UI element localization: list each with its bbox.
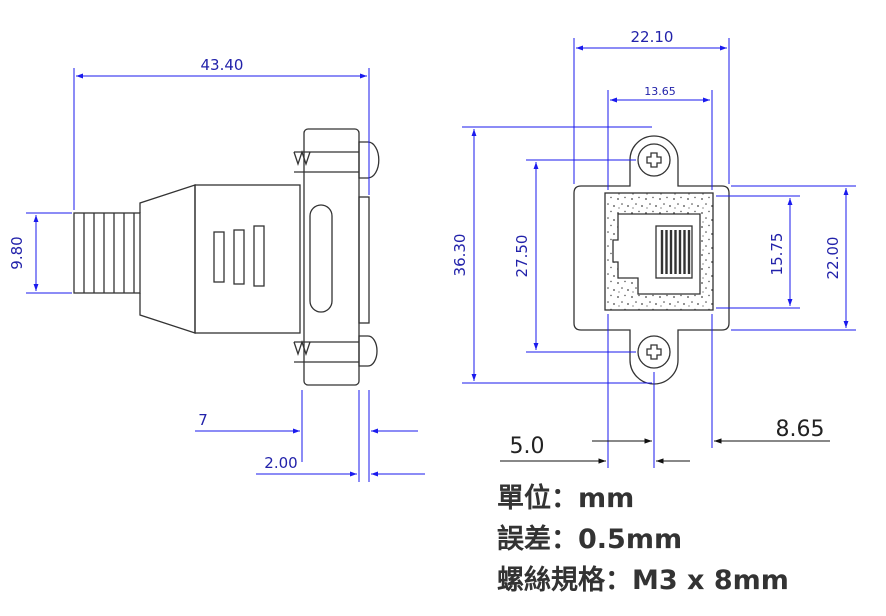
connector-neck: [139, 184, 196, 334]
front-plate: [358, 196, 370, 324]
screw-thread: [293, 149, 311, 167]
front-offset-arrows: [500, 438, 830, 464]
dim-front-left-offset: 5.0: [510, 434, 545, 459]
spec-notes: 單位：mm 誤差：0.5mm 螺絲規格：M3 x 8mm: [497, 478, 789, 601]
note-unit: 單位：mm: [497, 483, 635, 514]
front-dimensions: [462, 38, 856, 468]
dim-front-port-height: 15.75: [768, 233, 786, 276]
front-outline: [573, 135, 730, 385]
dim-front-width: 22.10: [631, 28, 674, 46]
side-dimensions: [26, 68, 425, 482]
screw-cross: [646, 152, 662, 168]
dim-front-hole-pitch: 27.50: [513, 235, 531, 278]
side-view: [73, 128, 380, 386]
screw-cross: [646, 344, 662, 360]
dim-side-flange-offset: 7: [198, 411, 208, 429]
screw-bottom: [637, 335, 671, 369]
note-tolerance: 誤差：0.5mm: [497, 524, 683, 555]
body-vent: [213, 231, 225, 283]
screw-head: [358, 335, 378, 367]
flange-slot: [309, 204, 333, 313]
screw-thread: [293, 339, 311, 357]
dim-side-width: 43.40: [201, 56, 244, 74]
note-screw: 螺絲規格：M3 x 8mm: [497, 565, 789, 596]
dim-front-body-height: 22.00: [824, 237, 842, 280]
dim-front-overall-height: 36.30: [451, 234, 469, 277]
cable-boot: [73, 212, 141, 294]
dim-side-cable-height: 9.80: [8, 236, 26, 269]
dim-side-plate-thickness: 2.00: [264, 454, 297, 472]
front-view: [573, 135, 730, 385]
dim-front-port-width: 13.65: [644, 85, 676, 98]
connector-body: [194, 184, 301, 334]
dim-front-right-offset: 8.65: [776, 417, 825, 442]
body-vent: [253, 225, 265, 287]
body-vent: [233, 229, 245, 285]
screw-top: [637, 143, 671, 177]
